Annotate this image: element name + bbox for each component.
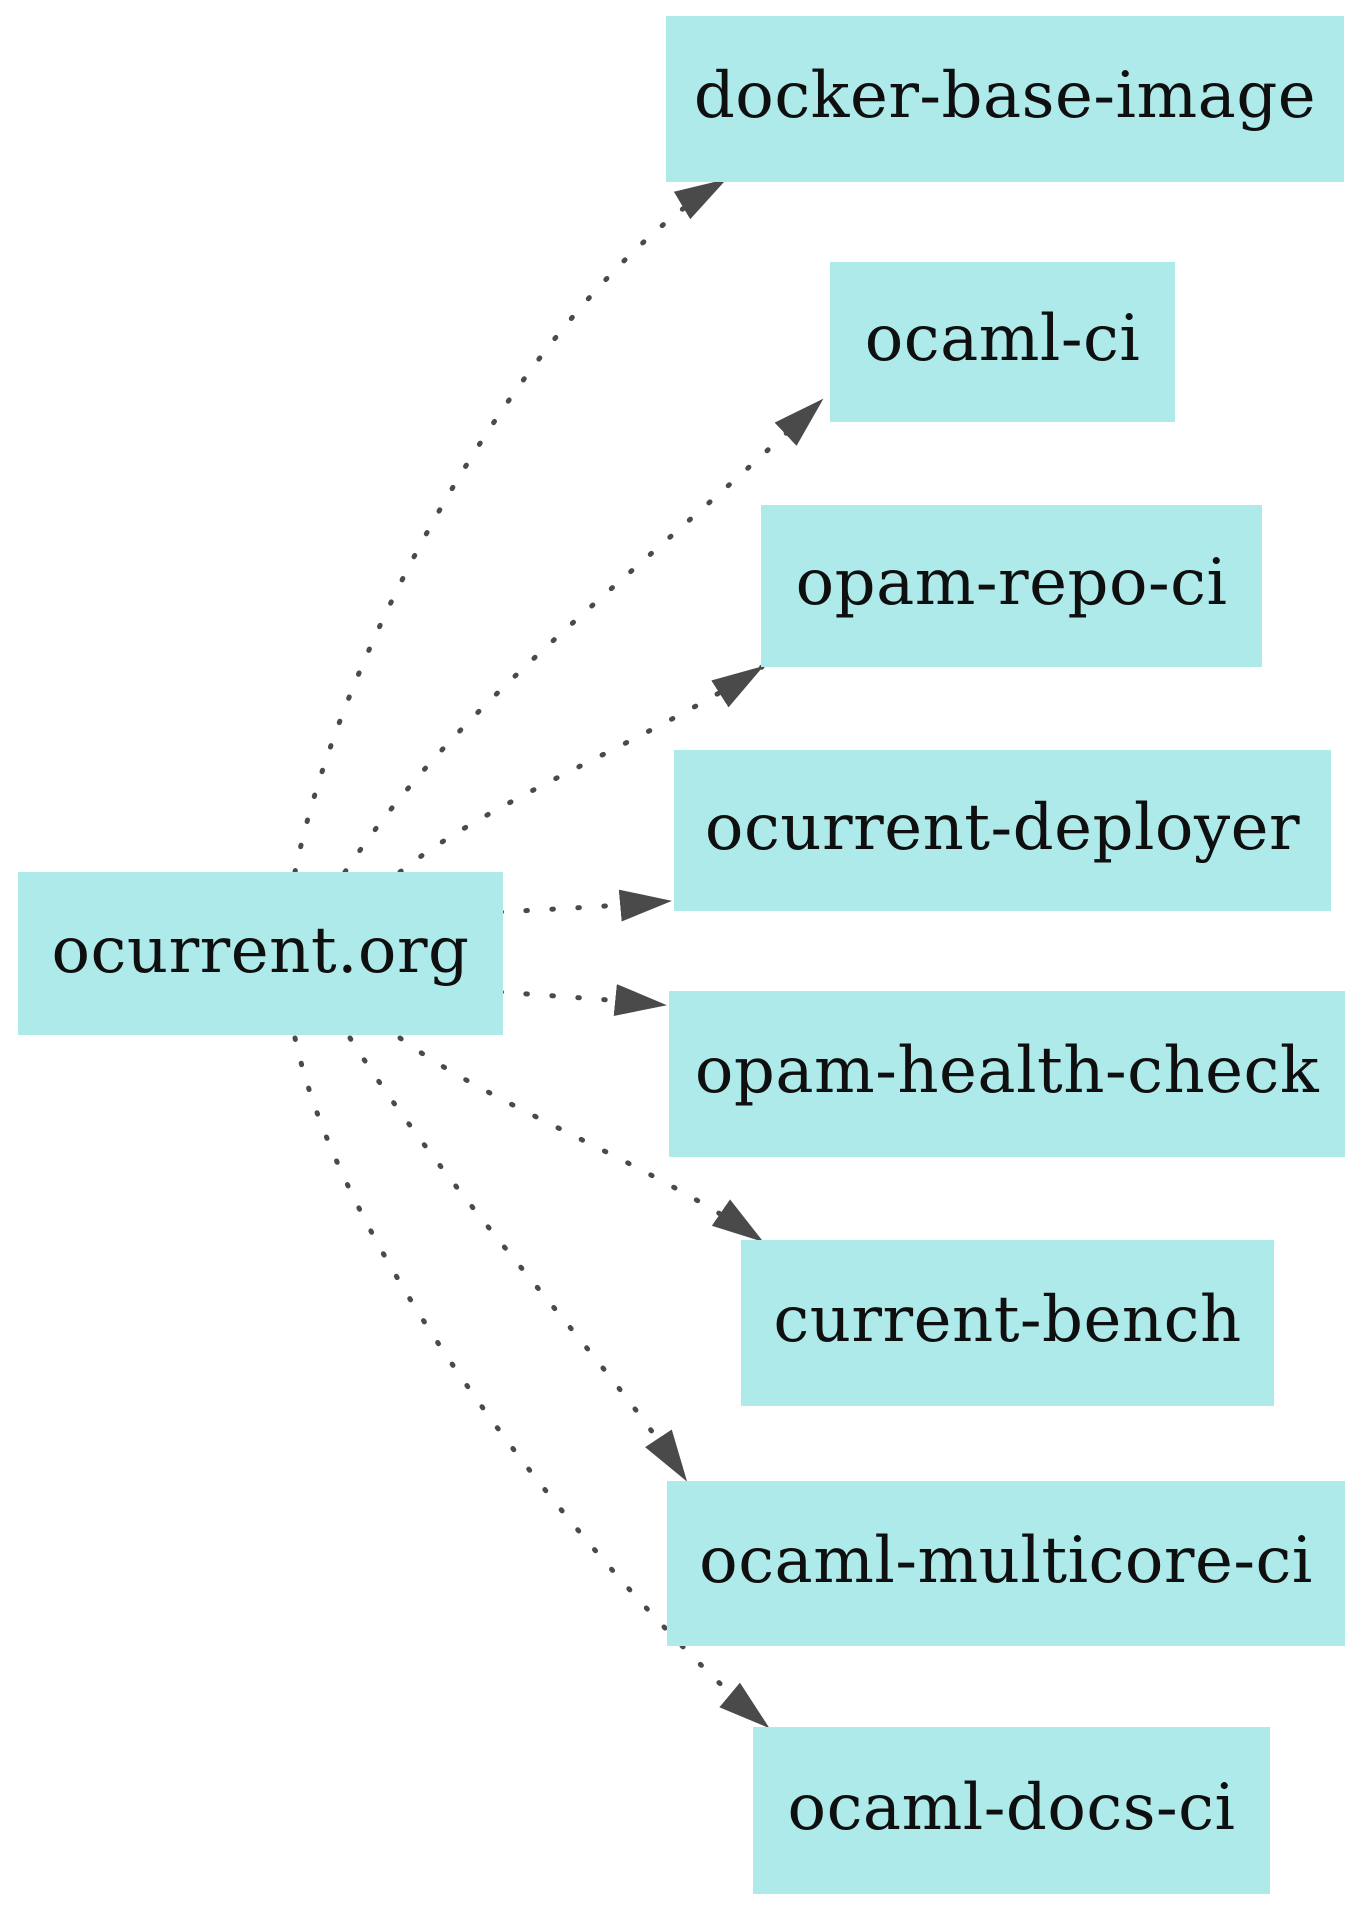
node-ocurrent-deployer: ocurrent-deployer: [674, 750, 1331, 911]
node-ocaml-multicore-ci: ocaml-multicore-ci: [667, 1481, 1345, 1646]
node-current-bench: current-bench: [741, 1240, 1274, 1406]
node-ocaml-ci-label: ocaml-ci: [864, 302, 1141, 376]
node-opam-repo-ci: opam-repo-ci: [761, 505, 1262, 667]
node-ocurrent-org-label: ocurrent.org: [51, 913, 470, 988]
node-ocurrent-org: ocurrent.org: [18, 872, 503, 1035]
edge-to-ocaml-multicore-ci: [347, 1035, 689, 1483]
node-ocurrent-deployer-label: ocurrent-deployer: [704, 790, 1301, 865]
node-opam-repo-ci-label: opam-repo-ci: [795, 546, 1228, 620]
node-current-bench-label: current-bench: [773, 1283, 1242, 1357]
node-docker-base-image-label: docker-base-image: [693, 59, 1317, 133]
edge-to-docker-base-image: [292, 177, 728, 875]
node-ocaml-docs-ci-label: ocaml-docs-ci: [787, 1770, 1236, 1845]
node-ocaml-docs-ci: ocaml-docs-ci: [753, 1727, 1270, 1894]
edge-to-opam-health-check: [497, 984, 668, 1016]
node-ocaml-ci: ocaml-ci: [830, 262, 1175, 422]
node-opam-health-check: opam-health-check: [669, 991, 1345, 1157]
node-ocaml-multicore-ci-label: ocaml-multicore-ci: [699, 1523, 1313, 1598]
edge-to-ocurrent-deployer: [497, 889, 673, 922]
node-docker-base-image: docker-base-image: [666, 16, 1344, 182]
node-opam-health-check-label: opam-health-check: [694, 1034, 1320, 1108]
